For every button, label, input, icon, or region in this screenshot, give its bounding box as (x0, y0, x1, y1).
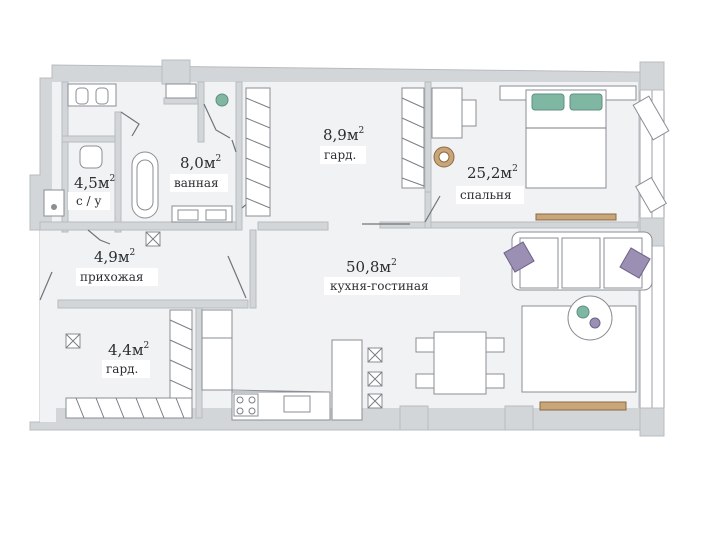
room-area: 8,0м (180, 154, 216, 172)
room-area-sup: 2 (359, 126, 365, 136)
room-area-sup: 2 (144, 341, 150, 351)
interior-walls (39, 81, 639, 419)
room-label-wardrobe-top: 8,9м2 гард. (320, 126, 366, 164)
room-name: кухня-гостиная (330, 279, 429, 293)
room-area: 4,5м (74, 174, 110, 192)
room-area-sup: 2 (216, 154, 222, 164)
svg-text:8,0м2: 8,0м2 (180, 154, 221, 172)
svg-text:4,9м2: 4,9м2 (94, 248, 135, 266)
kitchen (201, 309, 363, 421)
room-area-sup: 2 (130, 248, 136, 258)
svg-text:25,2м2: 25,2м2 (467, 164, 518, 182)
room-area: 4,9м (94, 248, 130, 266)
closet-right-top (401, 87, 425, 189)
living-furniture (415, 231, 653, 411)
room-name: прихожая (80, 270, 143, 284)
room-name: гард. (324, 148, 356, 162)
room-name: ванная (174, 176, 219, 190)
room-area-sup: 2 (391, 258, 397, 268)
closet-bottom-vertical (169, 309, 193, 399)
room-label-living: 50,8м2 кухня-гостиная (324, 258, 460, 295)
bedroom-furniture (431, 85, 670, 221)
room-area: 50,8м (346, 258, 391, 276)
room-label-bath: 8,0м2 ванная (170, 154, 228, 192)
room-label-bedroom: 25,2м2 спальня (456, 164, 524, 204)
room-name: с / у (76, 194, 101, 208)
wardrobe-closets (65, 87, 425, 419)
bathroom-fixtures (43, 83, 233, 223)
svg-text:8,9м2: 8,9м2 (323, 126, 364, 144)
shafts (65, 231, 383, 409)
svg-text:4,5м2: 4,5м2 (74, 174, 115, 192)
room-label-hall: 4,9м2 прихожая (76, 248, 158, 286)
room-label-toilet: 4,5м2 с / у (68, 174, 115, 210)
room-area: 4,4м (108, 341, 144, 359)
svg-text:50,8м2: 50,8м2 (346, 258, 397, 276)
room-label-wardrobe-bottom: 4,4м2 гард. (102, 341, 150, 378)
room-area-sup: 2 (512, 164, 518, 174)
room-name: спальня (460, 188, 512, 202)
room-name: гард. (106, 362, 138, 376)
room-area: 8,9м (323, 126, 359, 144)
svg-text:4,4м2: 4,4м2 (108, 341, 149, 359)
closet-left-top (245, 87, 271, 217)
room-area: 25,2м (467, 164, 512, 182)
room-area-sup: 2 (110, 174, 116, 184)
closet-bottom-horizontal (65, 397, 193, 419)
